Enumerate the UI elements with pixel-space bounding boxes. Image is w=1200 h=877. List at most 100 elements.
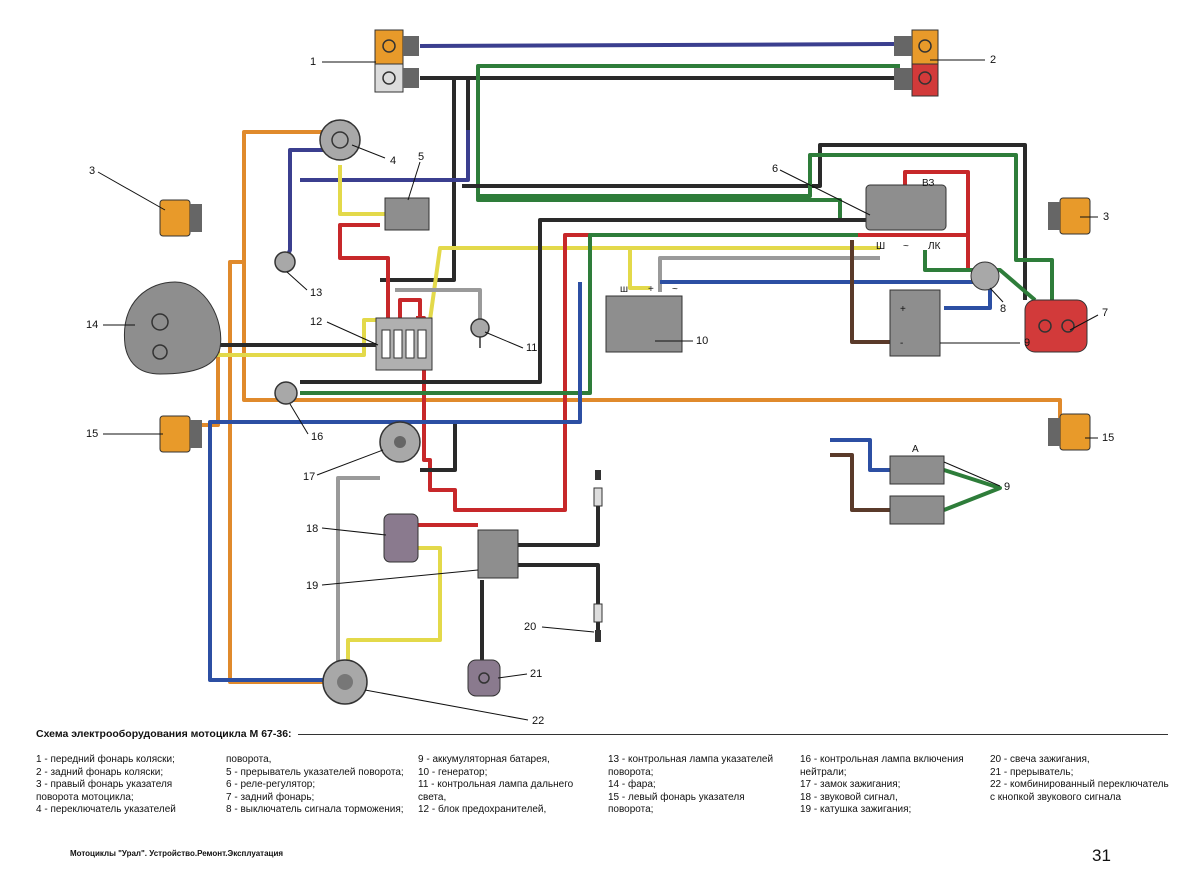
svg-text:ВЗ: ВЗ: [922, 178, 934, 189]
legend-line: 3 - правый фонарь указателя: [36, 779, 173, 791]
right-turn-lamp-2: [1048, 197, 1091, 235]
callout-13: 13: [310, 287, 322, 299]
legend-line: 5 - прерыватель указателей поворота;: [226, 766, 404, 778]
callout-numbers: 1 2 3 3 4 5 6 7 8 9 9 10 11 12 13 14 15 …: [86, 54, 1114, 727]
callout-3a: 3: [89, 165, 95, 177]
spark-plugs: [593, 470, 603, 642]
legend-line: 14 - фара;: [608, 779, 656, 791]
combined-switch: [322, 659, 368, 705]
wire-dark-coil: [518, 500, 600, 547]
legend-line: 19 - катушка зажигания;: [800, 804, 912, 816]
callout-10: 10: [696, 335, 708, 347]
legend-line: 16 - контрольная лампа включения: [800, 754, 964, 765]
wire-red-vz: [903, 170, 970, 268]
ignition-coil: [477, 529, 519, 579]
tail-lamp: [1024, 299, 1088, 353]
legend-line: 20 - свеча зажигания,: [990, 754, 1090, 765]
footer-book-title: Мотоциклы "Урал". Устройство.Ремонт.Эксп…: [70, 849, 284, 858]
wire-red-main: [416, 233, 968, 512]
fuse-block: [375, 317, 433, 371]
legend-line: 10 - генератор;: [418, 766, 488, 778]
battery-pair: A: [889, 444, 945, 525]
callout-lines: [97, 59, 1099, 721]
wire-brown-9b: [830, 453, 890, 512]
callout-18: 18: [306, 523, 318, 535]
callout-2: 2: [990, 54, 996, 66]
caption: Схема электрооборудования мотоцикла М 67…: [36, 728, 1168, 740]
legend-line: 17 - замок зажигания;: [800, 779, 901, 791]
wire-green-loop: [478, 153, 1054, 300]
wire-navy-top: [419, 42, 901, 48]
legend-line: 2 - задний фонарь коляски;: [36, 766, 164, 778]
wire-orange-15: [200, 330, 220, 427]
svg-text:Ш: Ш: [876, 241, 885, 252]
legend-line: 13 - контрольная лампа указателей: [608, 754, 774, 765]
headlight: [123, 281, 222, 375]
legend-line: поворота,: [226, 754, 272, 765]
callout-8: 8: [1000, 303, 1006, 315]
legend-line: поворота;: [608, 804, 654, 816]
neutral-indicator-lamp: [274, 381, 298, 405]
legend-line: 6 - реле-регулятор;: [226, 779, 316, 791]
right-turn-lamp: [159, 199, 202, 237]
wiring-diagram: ВЗ Ш ~ ЛК + - A ш + ~: [86, 29, 1114, 727]
wire-grey-gen: [658, 256, 880, 292]
legend-col-6: 20 - свеча зажигания, 21 - прерыватель; …: [990, 754, 1169, 804]
legend-col-3: 9 - аккумуляторная батарея, 10 - генерат…: [418, 754, 573, 817]
wire-dark-drop-1: [380, 78, 456, 282]
legend-line: 7 - задний фонарь;: [226, 791, 315, 803]
legend-line: с кнопкой звукового сигнала: [990, 791, 1122, 803]
callout-19: 19: [306, 580, 318, 592]
wire-yellow-gen: [628, 248, 650, 290]
wire-red-12: [398, 298, 422, 318]
svg-text:ш: ш: [620, 284, 628, 295]
turn-signal-switch: [319, 119, 361, 161]
battery: + -: [889, 289, 941, 357]
wire-green-9: [943, 468, 1002, 512]
wire-grey-lamp: [395, 288, 482, 328]
callout-3b: 3: [1103, 211, 1109, 223]
wire-blue-down: [208, 282, 582, 682]
legend-line: нейтрали;: [800, 766, 847, 778]
callout-11: 11: [526, 342, 537, 354]
breaker: [467, 659, 501, 697]
voltage-regulator: ВЗ Ш ~ ЛК: [865, 178, 947, 252]
legend-col-2: поворота, 5 - прерыватель указателей пов…: [226, 754, 404, 817]
legend-line: 12 - блок предохранителей,: [418, 804, 547, 816]
front-sidecar-lamp: [374, 29, 419, 93]
legend-line: 9 - аккумуляторная батарея,: [418, 754, 550, 765]
turn-indicator-lamp: [274, 251, 296, 273]
legend-col-1: 1 - передний фонарь коляски; 2 - задний …: [36, 754, 176, 817]
callout-15b: 15: [1102, 432, 1114, 444]
legend-col-4: 13 - контрольная лампа указателей поворо…: [608, 754, 773, 817]
caption-divider: [297, 733, 1168, 735]
callout-20: 20: [524, 621, 536, 633]
wire-red-fuse: [338, 223, 390, 318]
callout-15a: 15: [86, 428, 98, 440]
svg-text:~: ~: [672, 284, 678, 295]
callout-16: 16: [311, 431, 323, 443]
wire-dark-sw17: [420, 420, 457, 472]
caption-title-row: Схема электрооборудования мотоцикла М 67…: [36, 728, 1168, 740]
ignition-lock: [379, 421, 421, 463]
svg-text:ЛК: ЛК: [928, 241, 941, 252]
rear-sidecar-lamp: [894, 29, 939, 97]
wire-blue-main: [660, 280, 992, 310]
wire-navy-mid: [300, 130, 470, 182]
wire-green-reg: [923, 250, 1037, 302]
wire-yellow-reg: [428, 246, 880, 321]
legend-line: 22 - комбинированный переключатель: [990, 779, 1169, 791]
legend-line: 8 - выключатель сигнала торможения;: [226, 804, 404, 816]
wire-green-16: [300, 233, 858, 395]
wire-dark-reg: [300, 218, 866, 384]
legend-line: 1 - передний фонарь коляски;: [36, 754, 175, 765]
wire-blue-9: [830, 438, 890, 472]
wire-navy-sw4: [283, 148, 330, 263]
page-number: 31: [1092, 846, 1111, 865]
legend-col-5: 16 - контрольная лампа включения нейтрал…: [800, 754, 964, 817]
callout-12: 12: [310, 316, 322, 328]
brake-light-switch: [970, 261, 1000, 291]
legend-line: 21 - прерыватель;: [990, 766, 1074, 778]
generator: ш + ~: [605, 284, 683, 353]
horn: [383, 513, 419, 563]
